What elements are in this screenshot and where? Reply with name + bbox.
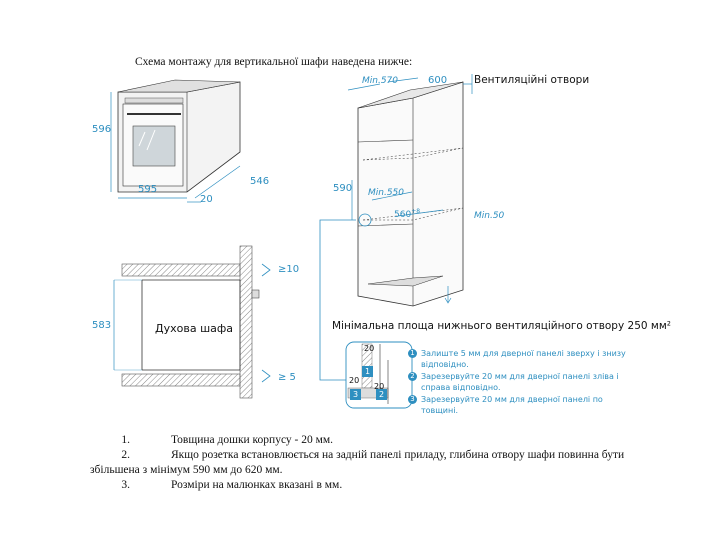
detail-mark-2: 2	[376, 389, 387, 400]
knob	[251, 289, 260, 299]
oven-front-label: 20	[200, 194, 213, 205]
detail-notes: 1 Залиште 5 мм для дверної панелі зверху…	[408, 348, 638, 416]
note-2-num: 2.	[121, 449, 130, 461]
oven-height-label: 596	[92, 124, 112, 135]
min-area-label: Мінімальна площа нижнього вентиляційного…	[332, 320, 671, 332]
cabinet-width-label: 600	[428, 75, 448, 86]
gap-top-label: ≥10	[278, 264, 300, 275]
section-height-label: 583	[92, 320, 112, 331]
intro-text: Схема монтажу для вертикальної шафи наве…	[135, 56, 413, 68]
oven-3d-drawing	[110, 79, 241, 203]
detail-note-2-text: Зарезервуйте 20 мм для дверної панелі зл…	[421, 372, 619, 392]
oven-top	[117, 79, 241, 93]
note-1: 1. Товщина дошки корпусу - 20 мм.	[90, 433, 650, 448]
note-badge-2: 2	[408, 372, 417, 381]
detail-dim-c: 20	[374, 382, 385, 391]
detail-note-3: 3 Зарезервуйте 20 мм для дверної панелі …	[408, 394, 638, 416]
cabinet-min-depth-label: Min.570	[362, 76, 399, 86]
detail-note-1-text: Залиште 5 мм для дверної панелі зверху і…	[421, 349, 626, 369]
oven-depth-label: 546	[250, 176, 270, 187]
detail-dim-b: 20	[349, 376, 360, 385]
section-drawing	[113, 245, 271, 399]
note-badge-3: 3	[408, 395, 417, 404]
detail-note-1: 1 Залиште 5 мм для дверної панелі зверху…	[408, 348, 638, 370]
niche-height-label: 590	[333, 183, 353, 194]
note-2-cont: збільшена з мінімум 590 мм до 620 мм.	[90, 464, 283, 476]
front-panel	[239, 245, 253, 399]
niche-top	[362, 147, 464, 161]
note-1-num: 1.	[121, 434, 130, 446]
control-panel	[124, 97, 184, 104]
niche-width-tol: +8	[411, 208, 421, 215]
note-3-num: 3.	[121, 479, 130, 491]
detail-mark-1: 1	[362, 366, 373, 377]
min-width-label: Min.550	[368, 188, 405, 198]
oven-width-label: 595	[138, 184, 158, 195]
note-3: 3. Розміри на малюнках вказані в мм.	[90, 478, 650, 493]
oven-label: Духова шафа	[155, 322, 234, 335]
oven-outline	[142, 279, 241, 371]
leader-line	[319, 219, 356, 381]
niche-width-label: 560+8	[394, 208, 420, 220]
detail-note-3-text: Зарезервуйте 20 мм для дверної панелі по…	[421, 395, 603, 415]
detail-marker	[358, 213, 372, 227]
detail-note-2: 2 Зарезервуйте 20 мм для дверної панелі …	[408, 371, 638, 393]
note-2-text: Якщо розетка встановлюється на задній па…	[171, 449, 625, 461]
note-1-text: Товщина дошки корпусу - 20 мм.	[171, 434, 334, 446]
bottom-shelf	[121, 373, 241, 387]
detail-dim-a: 20	[364, 344, 375, 353]
cabinet-top	[357, 81, 464, 109]
niche-bottom	[362, 207, 464, 221]
bottom-vent	[367, 275, 444, 287]
note-badge-1: 1	[408, 349, 417, 358]
detail-mark-3: 3	[350, 389, 361, 400]
min-gap-label: Min.50	[474, 211, 505, 221]
note-2: 2. Якщо розетка встановлюється на задній…	[90, 448, 650, 478]
cabinet-drawing	[347, 74, 473, 307]
note-3-text: Розміри на малюнках вказані в мм.	[171, 479, 343, 491]
gap-bottom-label: ≥ 5	[278, 372, 296, 383]
niche-width-value: 560	[394, 210, 412, 220]
top-shelf	[121, 263, 241, 277]
vent-label: Вентиляційні отвори	[474, 74, 590, 86]
